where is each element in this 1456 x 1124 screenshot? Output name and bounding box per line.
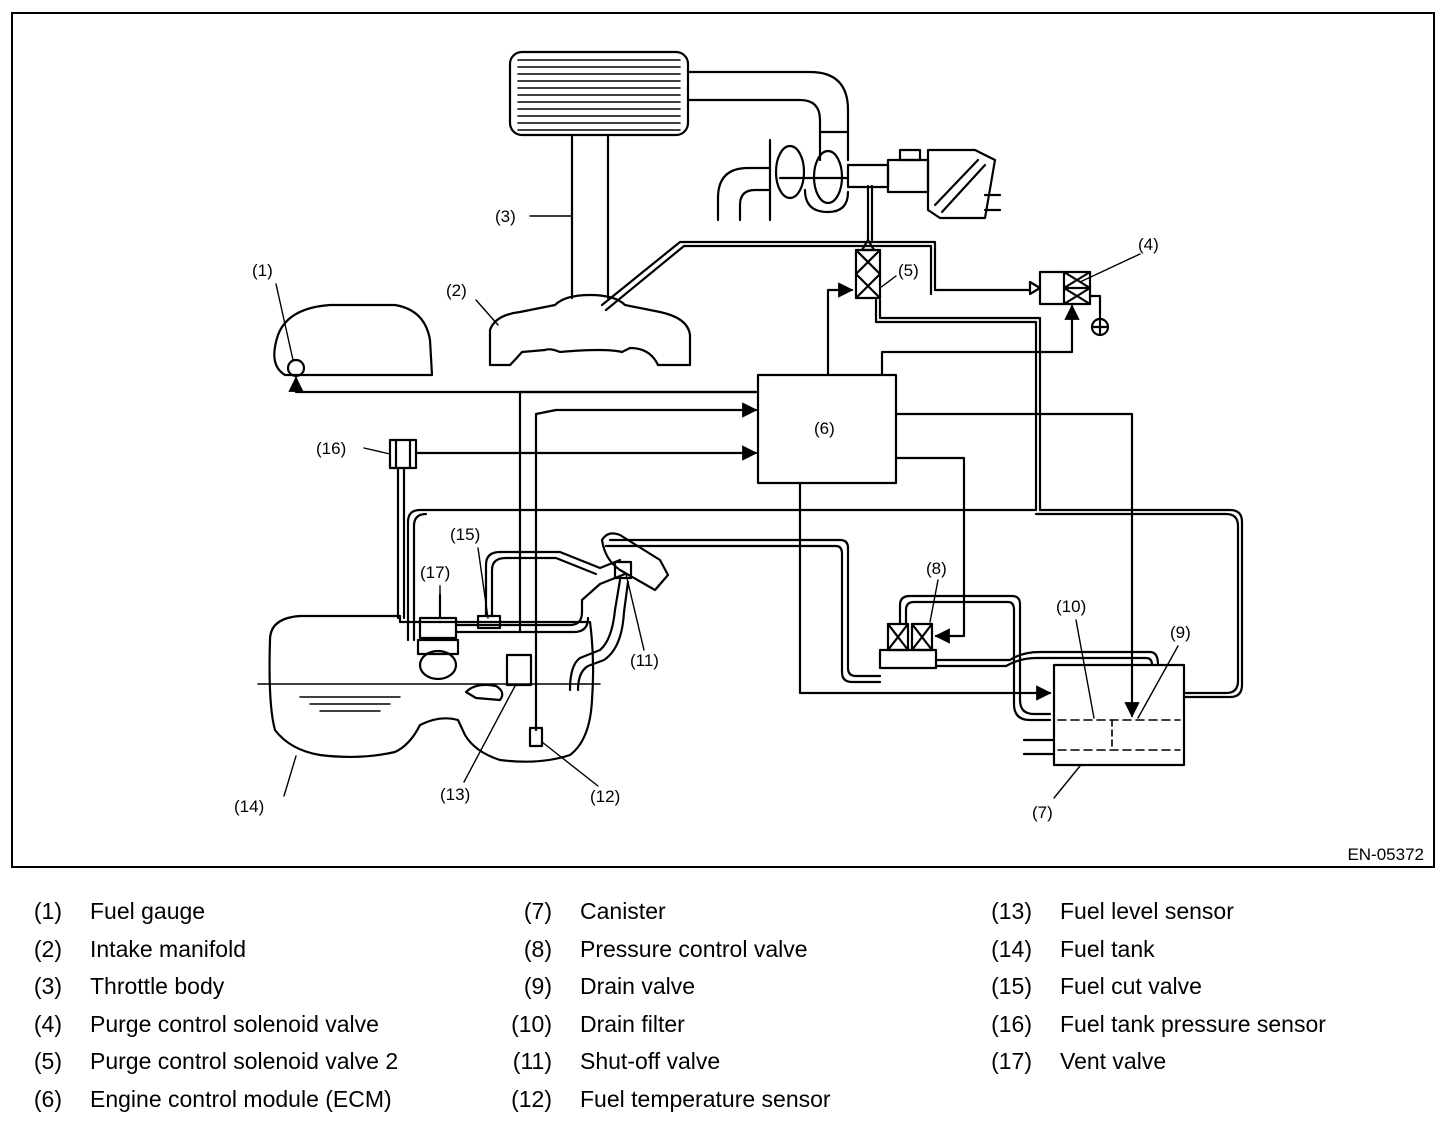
callout-14: (14)	[234, 797, 264, 816]
throttle-body	[570, 133, 610, 300]
fuel-cut-valve	[476, 614, 502, 630]
vent-valve	[416, 593, 460, 681]
callout-8: (8)	[926, 559, 947, 578]
diagram-frame	[11, 12, 1435, 868]
callout-9: (9)	[1170, 623, 1191, 642]
callout-6: (6)	[814, 419, 835, 438]
fuel-gauge	[273, 303, 434, 377]
callout-17: (17)	[420, 563, 450, 582]
callout-2: (2)	[446, 281, 467, 300]
turbocharger	[716, 138, 1002, 222]
fuel-tank	[268, 614, 595, 763]
shut-off-valve	[568, 532, 882, 692]
purge-valve	[1028, 270, 1110, 337]
callout-10: (10)	[1056, 597, 1086, 616]
callout-15: (15)	[450, 525, 480, 544]
pressure-control-valve	[878, 594, 1160, 722]
callout-7: (7)	[1032, 803, 1053, 822]
callout-12: (12)	[590, 787, 620, 806]
callout-4: (4)	[1138, 235, 1159, 254]
callout-11: (11)	[630, 651, 659, 670]
fuel-temperature-sensor	[528, 726, 544, 748]
callout-16: (16)	[316, 439, 346, 458]
callout-3: (3)	[495, 207, 516, 226]
fuel-tank-pressure-sensor	[388, 438, 758, 620]
intercooler	[508, 50, 690, 137]
intake-manifold	[488, 293, 692, 367]
evap-system-diagram: (1) (2) (3) (4) (5) (6) (7) (8) (9) (10)…	[234, 50, 1424, 864]
callout-5: (5)	[898, 261, 919, 280]
legend: (1)Fuel gauge (2)Intake manifold (3)Thro…	[33, 898, 1326, 1112]
canister	[1022, 663, 1186, 767]
callout-1: (1)	[252, 261, 273, 280]
fuel-level-sensor	[505, 653, 533, 687]
callout-13: (13)	[440, 785, 470, 804]
diagram-code: EN-05372	[1347, 845, 1424, 864]
